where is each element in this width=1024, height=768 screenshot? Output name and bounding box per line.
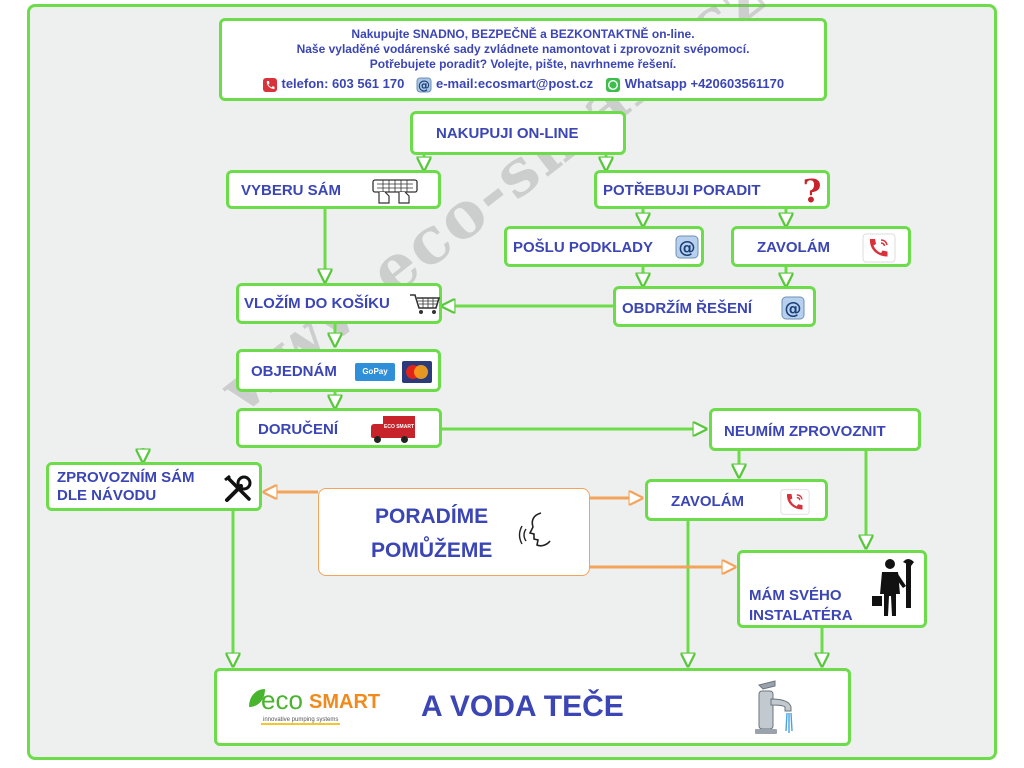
email-label: e-mail:ecosmart@post.cz — [435, 76, 594, 91]
node-objednam: OBJEDNÁM GoPay — [236, 349, 441, 392]
node-obdrzim-reseni: OBDRŽÍM ŘEŠENÍ @ — [613, 286, 816, 327]
whatsapp-contact[interactable]: Whatsapp +420603561170 — [605, 76, 784, 93]
node-zavolam-1: ZAVOLÁM — [731, 226, 911, 267]
whatsapp-icon — [606, 77, 621, 92]
phone-contact[interactable]: telefon: 603 561 170 — [262, 76, 404, 93]
node-label-line-1: MÁM SVÉHO — [749, 587, 842, 604]
shopping-cart-icon — [410, 294, 441, 314]
header-line-1: Nakupujte SNADNO, BEZPEČNĚ a BEZKONTAKTN… — [351, 27, 695, 41]
phone-icon — [862, 233, 896, 263]
node-label: OBJEDNÁM — [251, 363, 337, 380]
truck-label: ECO SMART — [384, 424, 414, 430]
faucet-icon — [755, 680, 793, 734]
email-contact[interactable]: @ e-mail:ecosmart@post.cz — [416, 76, 593, 93]
tools-icon — [224, 474, 252, 502]
keyboard-hands-icon — [372, 179, 418, 204]
gopay-badge: GoPay — [355, 363, 395, 381]
node-label-line-2: INSTALATÉRA — [749, 607, 853, 624]
node-zavolam-2: ZAVOLÁM — [645, 479, 828, 521]
question-mark-icon: ? — [803, 174, 822, 206]
whatsapp-label: Whatsapp +420603561170 — [624, 76, 785, 91]
node-label: OBDRŽÍM ŘEŠENÍ — [622, 300, 753, 317]
node-potrebuji-poradit: POTŘEBUJI PORADIT ? — [594, 170, 830, 209]
at-sign-icon: @ — [781, 296, 805, 320]
header-line-2: Naše vyladěné vodárenské sady zvládnete … — [296, 42, 750, 56]
plumber-icon — [872, 559, 914, 616]
advice-line-1: PORADÍME — [375, 505, 489, 528]
node-zprovoznim-sam: ZPROVOZNÍM SÁM DLE NÁVODU — [46, 462, 262, 511]
node-label: POŠLU PODKLADY — [513, 239, 654, 256]
advice-line-2: POMŮŽEME — [371, 539, 493, 562]
logo-eco: eco — [261, 685, 303, 715]
node-mam-sveho-instalatera: MÁM SVÉHO INSTALATÉRA — [737, 550, 927, 628]
node-neumim-zprovoznit: NEUMÍM ZPROVOZNIT — [709, 408, 921, 451]
node-label: VLOŽÍM DO KOŠÍKU — [244, 295, 390, 312]
leaf-icon — [249, 689, 265, 707]
advice-box: PORADÍME POMŮŽEME — [318, 488, 590, 576]
gopay-label: GoPay — [362, 367, 388, 376]
node-vyberu-sam: VYBERU SÁM — [226, 170, 441, 209]
at-sign-icon: @ — [675, 235, 699, 259]
node-label: DORUČENÍ — [258, 421, 339, 438]
ecosmart-logo: eco SMART innovative pumping systems — [247, 685, 383, 731]
node-label-line-2: DLE NÁVODU — [57, 487, 157, 504]
phone-label: telefon: 603 561 170 — [281, 76, 405, 91]
node-doruceni: DORUČENÍ ECO SMART — [236, 408, 442, 448]
mastercard-icon — [402, 361, 432, 383]
node-label: ZAVOLÁM — [757, 239, 831, 256]
logo-smart: SMART — [309, 691, 381, 713]
node-poslu-podklady: POŠLU PODKLADY @ — [504, 226, 704, 267]
node-label: POTŘEBUJI PORADIT — [603, 182, 761, 199]
svg-text:@: @ — [679, 238, 696, 258]
node-label: NEUMÍM ZPROVOZNIT — [724, 423, 886, 440]
node-label: ZAVOLÁM — [671, 493, 745, 510]
svg-text:@: @ — [418, 78, 430, 92]
node-nakupuji-online: NAKUPUJI ON-LINE — [410, 111, 626, 155]
info-header: Nakupujte SNADNO, BEZPEČNĚ a BEZKONTAKTN… — [219, 18, 827, 101]
node-label: NAKUPUJI ON-LINE — [436, 125, 579, 142]
node-vlozim-do-kosiku: VLOŽÍM DO KOŠÍKU — [236, 283, 442, 324]
speaking-face-icon — [518, 512, 551, 547]
at-sign-icon: @ — [416, 77, 432, 93]
delivery-truck-icon: ECO SMART — [371, 414, 415, 444]
svg-text:?: ? — [803, 174, 822, 206]
logo-tagline: innovative pumping systems — [261, 717, 341, 725]
phone-icon — [780, 489, 810, 515]
node-a-voda-tece: eco SMART innovative pumping systems A V… — [214, 668, 851, 746]
node-label-line-1: ZPROVOZNÍM SÁM — [57, 469, 195, 486]
node-label: VYBERU SÁM — [241, 182, 342, 199]
header-line-3: Potřebujete poradit? Volejte, pište, nav… — [369, 57, 677, 71]
phone-icon — [262, 77, 277, 92]
final-title: A VODA TEČE — [421, 690, 624, 723]
svg-text:@: @ — [785, 299, 802, 319]
